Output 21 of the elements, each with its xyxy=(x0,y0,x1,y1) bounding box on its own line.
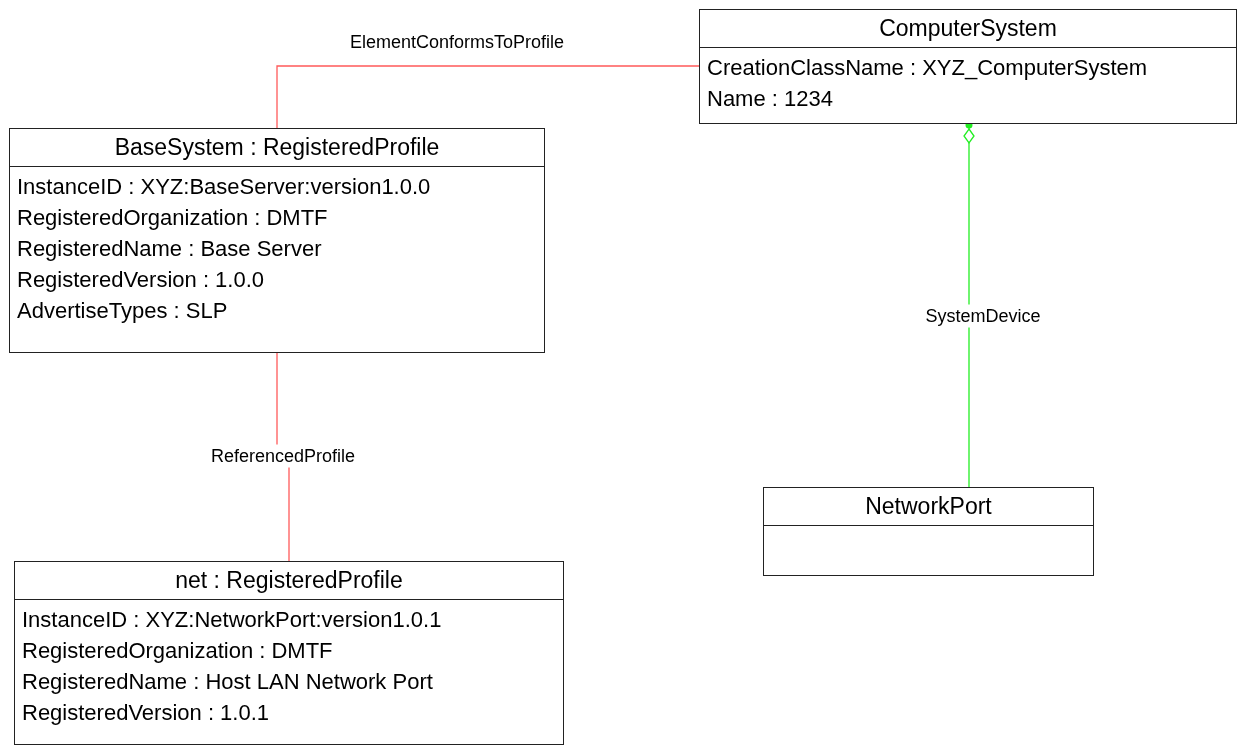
attribute-text: RegisteredVersion : 1.0.0 xyxy=(17,266,266,294)
association-line xyxy=(276,65,700,129)
attribute-text: InstanceID : XYZ:BaseServer:version1.0.0 xyxy=(17,173,432,201)
edge-label: SystemDevice xyxy=(923,304,1043,328)
class-name: net : RegisteredProfile xyxy=(175,567,403,594)
attribute-text: RegisteredOrganization : DMTF xyxy=(17,204,329,232)
attribute-text: InstanceID : XYZ:NetworkPort:version1.0.1 xyxy=(22,606,443,634)
class-name: ComputerSystem xyxy=(879,15,1057,42)
class-box xyxy=(763,487,1094,576)
attribute-text: Name : 1234 xyxy=(707,85,834,113)
attribute-text: AdvertiseTypes : SLP xyxy=(17,297,229,325)
attribute-text: RegisteredName : Base Server xyxy=(17,235,323,263)
attribute-text: RegisteredVersion : 1.0.1 xyxy=(22,699,271,727)
attribute-text: CreationClassName : XYZ_ComputerSystem xyxy=(707,54,1149,82)
class-name: BaseSystem : RegisteredProfile xyxy=(114,134,440,161)
class-box xyxy=(14,561,564,745)
class-box xyxy=(9,128,545,353)
class-box xyxy=(699,9,1237,124)
attribute-text: RegisteredName : Host LAN Network Port xyxy=(22,668,434,696)
class-name: NetworkPort xyxy=(865,493,992,520)
attribute-text: RegisteredOrganization : DMTF xyxy=(22,637,334,665)
